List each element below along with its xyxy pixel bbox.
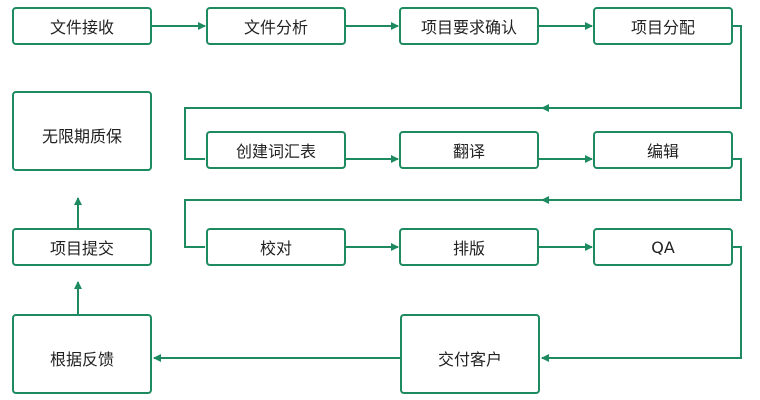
node-proofread: 校对	[206, 228, 346, 266]
node-submit: 项目提交	[12, 228, 152, 266]
node-deliver: 交付客户	[400, 314, 540, 394]
node-feedback: 根据反馈	[12, 314, 152, 394]
arrow-wrap-to-glossary	[184, 107, 542, 160]
arrow-wrap-to-proofread	[184, 199, 542, 248]
arrow-qa-to-deliver	[541, 246, 742, 362]
node-project-assign: 项目分配	[593, 7, 733, 45]
node-edit: 编辑	[593, 131, 733, 169]
node-translate: 翻译	[399, 131, 539, 169]
arrow-edit-wrap-line	[541, 158, 742, 204]
node-requirement-confirm: 项目要求确认	[399, 7, 539, 45]
node-typeset: 排版	[399, 228, 539, 266]
arrow-assign-wrap-line	[541, 25, 742, 112]
node-file-receive: 文件接收	[12, 7, 152, 45]
node-file-analysis: 文件分析	[206, 7, 346, 45]
node-qa: QA	[593, 228, 733, 266]
node-glossary: 创建词汇表	[206, 131, 346, 169]
node-warranty: 无限期质保	[12, 91, 152, 171]
